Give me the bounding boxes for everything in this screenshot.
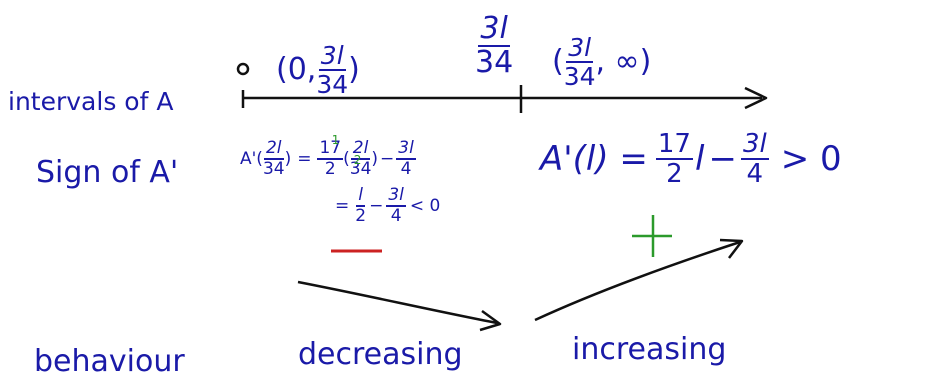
sign-test-lhs-fraction: 2l 34	[263, 140, 285, 178]
minus-term-fraction: 3l 4	[396, 140, 416, 178]
evaluated-x-den: 34	[349, 159, 372, 179]
minus-term-num: 3l	[396, 138, 416, 160]
sign-test-left-line2: = l 2 − 3l 4 < 0	[335, 185, 441, 226]
open-endpoint-circle	[236, 62, 250, 76]
sign-test-lhs: A'(	[240, 148, 263, 169]
left-interval-denominator: 34	[316, 70, 349, 99]
right-interval-close: , ∞)	[595, 44, 652, 79]
line2-minus-fraction: 3l 4	[386, 187, 406, 225]
right-interval-fraction: 3l 34	[564, 35, 596, 89]
line2-minus-den: 4	[390, 206, 402, 226]
sign-test-lhs-close: )	[284, 148, 292, 169]
sign-test-equals: =	[297, 148, 312, 169]
increasing-arrowhead	[719, 238, 744, 259]
critical-point-label: 3l 34	[475, 14, 513, 78]
line2-equals: =	[335, 195, 350, 216]
critical-point-numerator: 3l	[478, 11, 510, 47]
intervals-label: intervals of A	[8, 87, 174, 116]
half-num: l	[356, 185, 366, 207]
left-interval-close: )	[348, 52, 360, 87]
sign-test-right-term-den: 4	[746, 159, 764, 189]
sign-test-right-var: l	[694, 139, 705, 179]
coefficient-fraction: 17 2	[317, 138, 344, 179]
right-interval-numerator: 3l	[566, 33, 594, 63]
sign-test-right-coef-num: 17	[655, 129, 693, 160]
sign-test-right-lhs: A'(l) =	[540, 139, 648, 179]
sign-test-lhs-num: 2l	[263, 138, 284, 160]
behaviour-decreasing: decreasing	[298, 337, 463, 372]
evaluated-x-fraction: 2l 34 1 2	[332, 134, 372, 179]
behaviour-label: behaviour	[34, 344, 185, 379]
line2-result: < 0	[409, 195, 441, 216]
sign-test-lhs-den: 34	[262, 159, 285, 179]
sign-test-right-result: > 0	[780, 139, 842, 179]
cancel-mark-bottom: 2	[353, 153, 362, 167]
sign-test-left-line1: A'( 2l 34 ) = 17 2 ( 2l 34 1 2 ) − 3l 4	[240, 133, 416, 179]
left-interval-fraction: 3l 34	[316, 43, 348, 97]
half-den: 2	[355, 206, 367, 226]
coefficient-num: 17	[317, 138, 344, 160]
increasing-arrow	[534, 240, 741, 322]
sign-test-right-term-num: 3l	[740, 129, 769, 160]
right-interval-denominator: 34	[563, 62, 596, 91]
behaviour-increasing: increasing	[572, 332, 727, 367]
left-interval: (0, 3l 34 )	[276, 43, 360, 97]
left-interval-numerator: 3l	[318, 41, 346, 71]
sign-test-right-coef-den: 2	[666, 159, 683, 189]
right-interval-open: (	[552, 44, 564, 79]
critical-point-denominator: 34	[475, 45, 514, 80]
cancel-mark-top: 1	[331, 133, 340, 147]
paren-close: )	[371, 148, 379, 169]
sign-test-right-minus: −	[708, 139, 737, 179]
sign-label: Sign of A'	[36, 155, 179, 190]
coefficient-den: 2	[324, 159, 336, 179]
line2-minus-num: 3l	[386, 185, 406, 207]
sign-test-right: A'(l) = 17 2 l − 3l 4 > 0	[540, 131, 842, 187]
half-fraction: l 2	[355, 187, 366, 225]
evaluated-x-num: 2l	[350, 138, 371, 160]
minus-term-den: 4	[400, 159, 412, 179]
decreasing-arrowhead	[479, 309, 502, 332]
sign-test-right-coef: 17 2	[655, 129, 693, 189]
paren-open: (	[343, 148, 350, 169]
sign-test-right-term: 3l 4	[740, 129, 769, 189]
number-line-arrowhead	[744, 86, 768, 110]
left-interval-open: (0,	[276, 52, 317, 87]
decreasing-arrow	[297, 280, 498, 325]
right-interval: ( 3l 34 , ∞)	[552, 35, 651, 89]
